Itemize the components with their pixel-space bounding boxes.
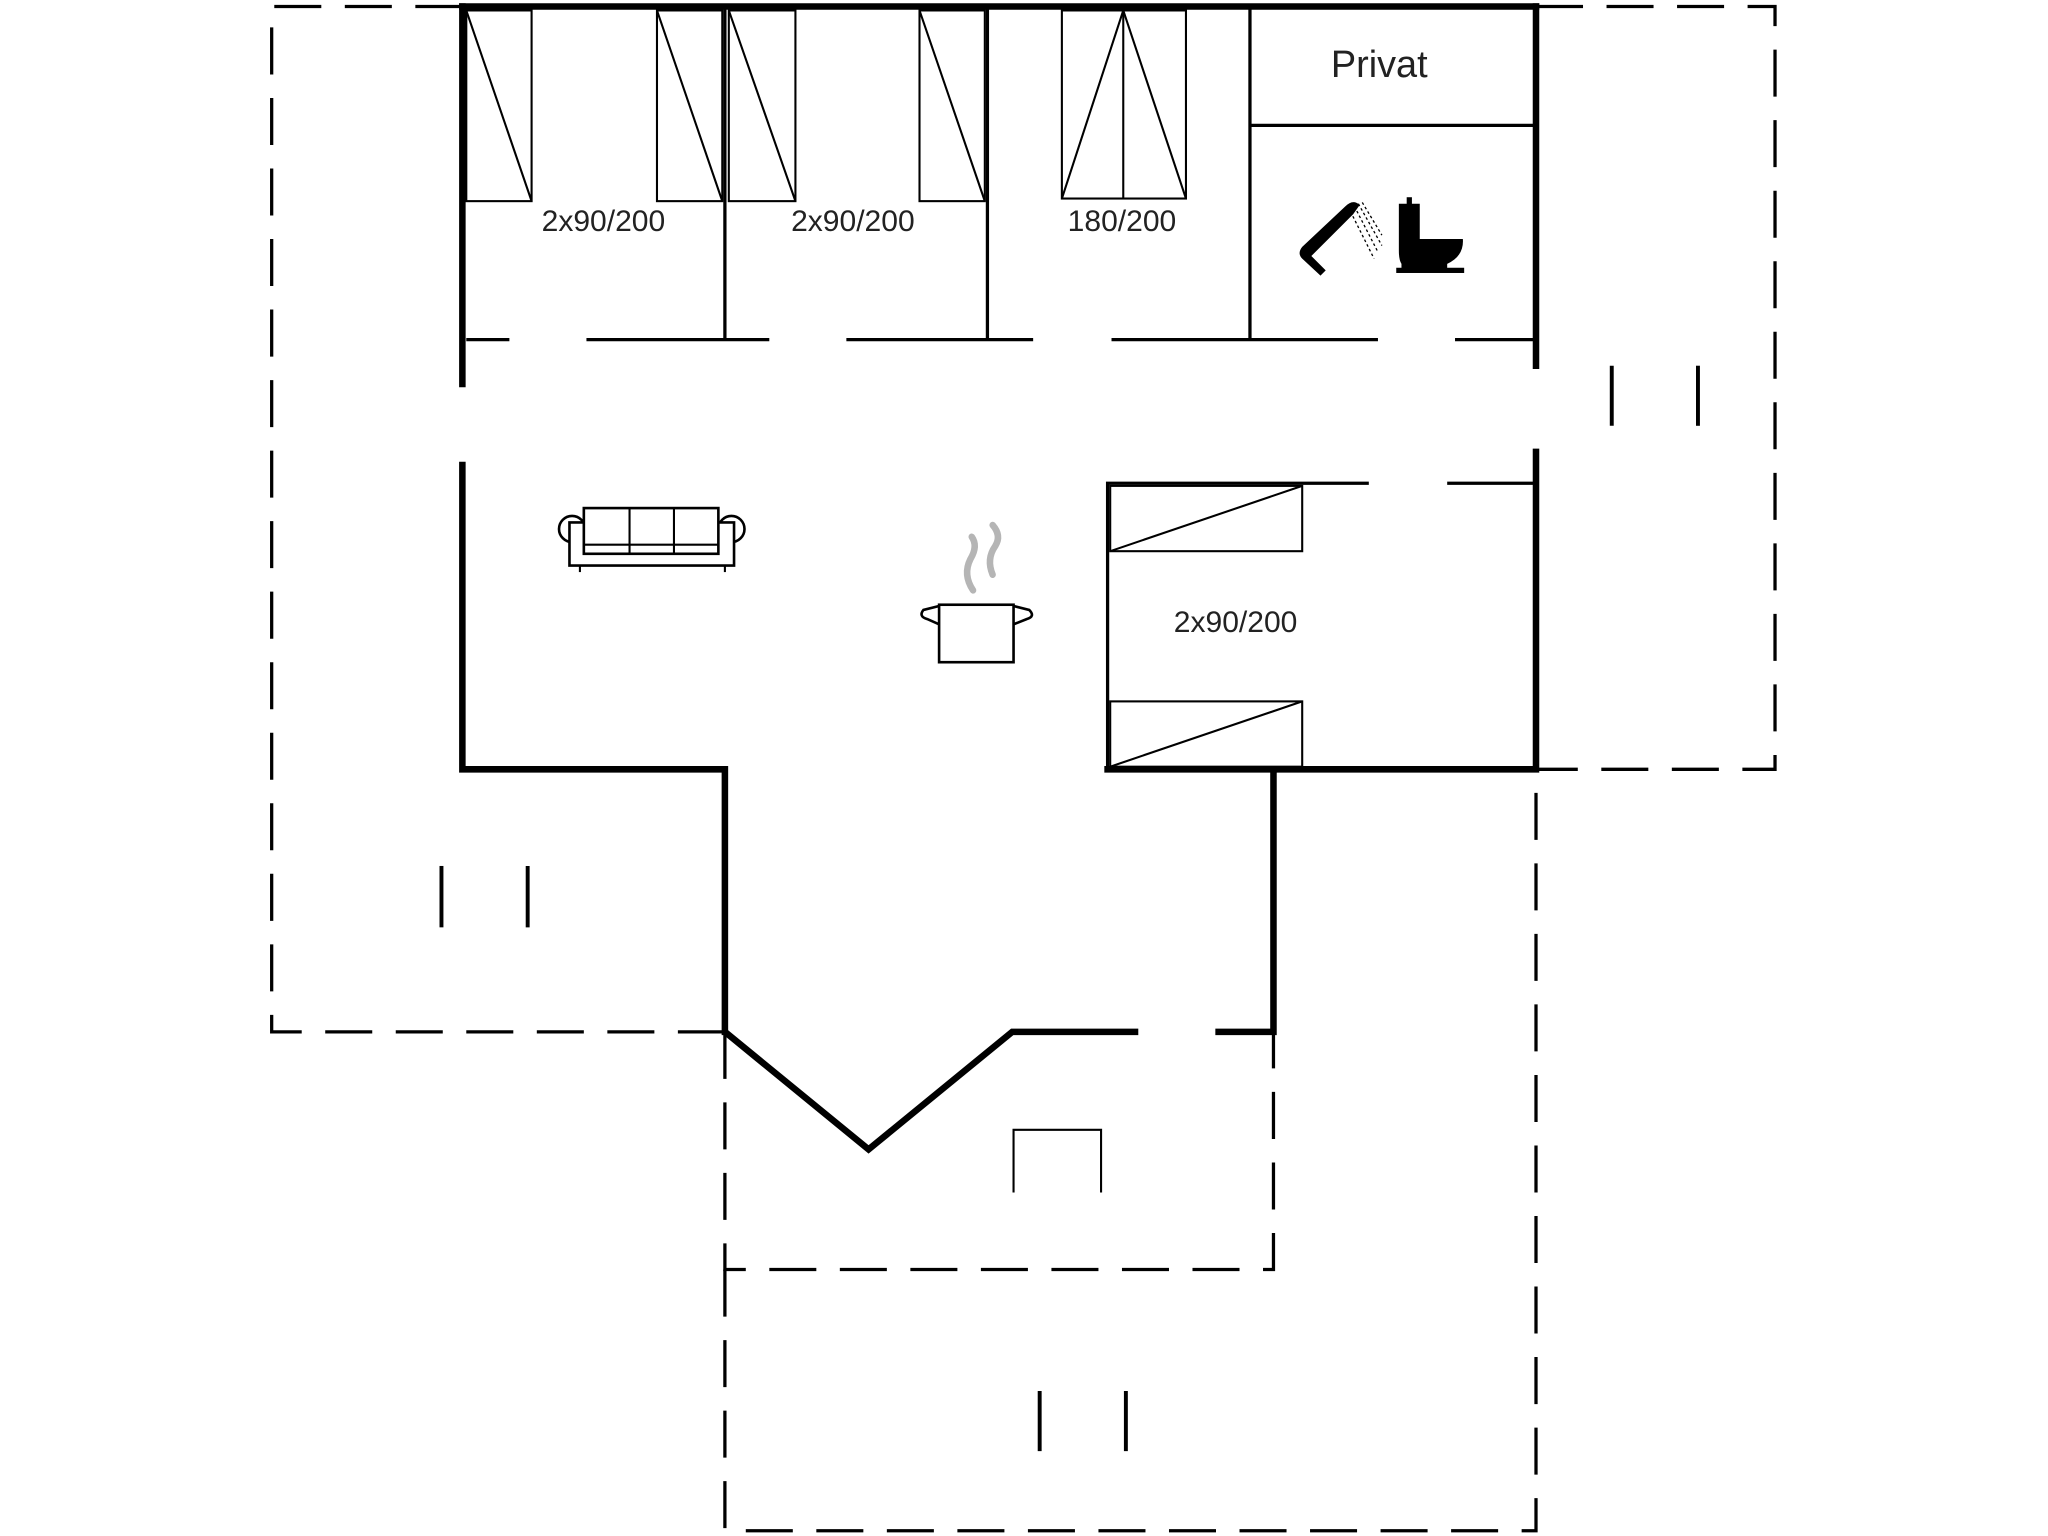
bed-icon (465, 9, 724, 203)
bed-size-label: 180/200 (1068, 205, 1177, 238)
bed-size-label: 2x90/200 (1174, 606, 1298, 639)
bed-size-label: 2x90/200 (542, 205, 666, 238)
bedroom-2: 2x90/200 (727, 9, 986, 238)
kitchen (920, 521, 1034, 664)
shower-icon (1299, 202, 1383, 276)
bed-size-label: 2x90/200 (791, 205, 915, 238)
terrace-front (723, 1031, 1276, 1272)
double-bed-icon (1060, 9, 1188, 200)
interior-walls (466, 6, 1536, 770)
bedroom-3: 180/200 (1060, 9, 1188, 238)
bathroom (1299, 197, 1465, 276)
private-label: Privat (1331, 44, 1428, 86)
terrace-right (1535, 4, 1777, 771)
bedroom-4: 2x90/200 (1109, 484, 1304, 768)
terrace-markers (439, 365, 1700, 1452)
sofa-icon (557, 506, 746, 573)
terrace-left (270, 4, 725, 1034)
exterior-walls (459, 3, 1540, 1154)
toilet-icon (1396, 197, 1465, 273)
terrace-bottom (723, 769, 1538, 1533)
living-room (557, 506, 746, 573)
bed-icon (727, 9, 986, 203)
bed-icon (1109, 484, 1304, 768)
cooking-pot-icon (920, 521, 1034, 664)
entrance-fixture (1012, 1128, 1103, 1193)
terrace-outlines (270, 4, 1777, 1533)
private-room: Privat (1331, 44, 1428, 86)
bedroom-1: 2x90/200 (465, 9, 724, 238)
